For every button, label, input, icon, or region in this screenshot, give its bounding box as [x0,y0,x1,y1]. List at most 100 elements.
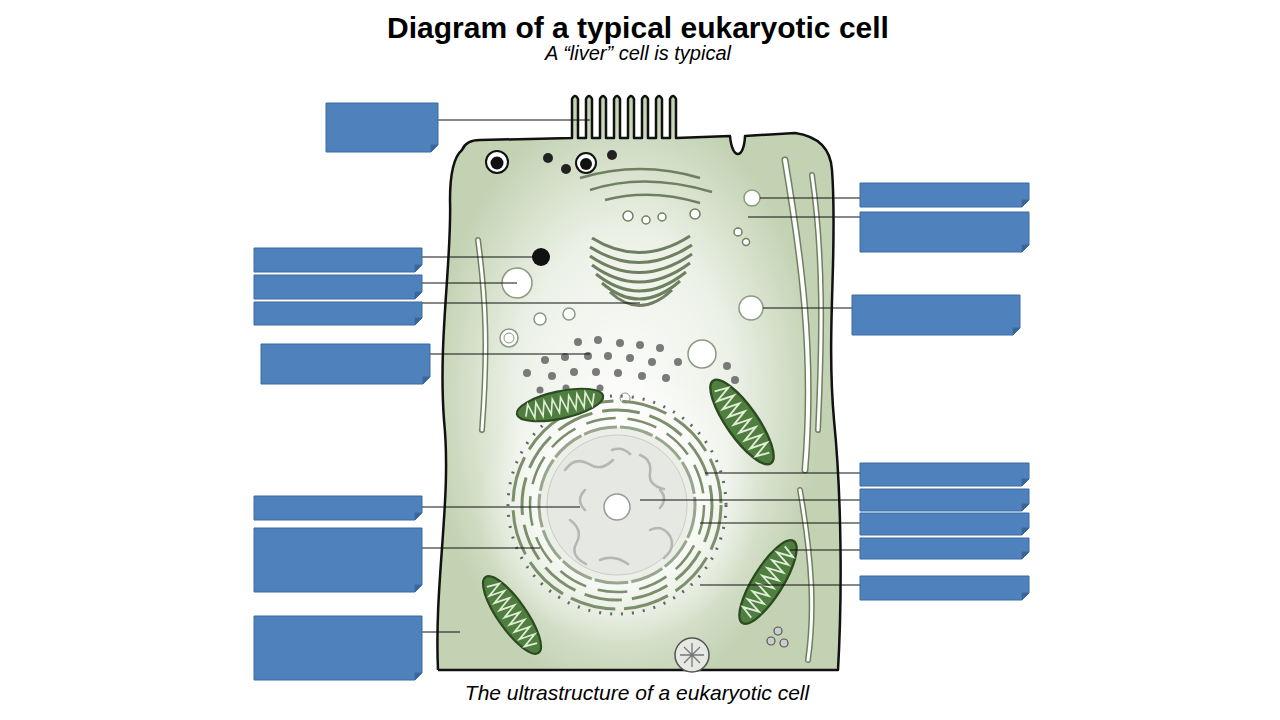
er-ribosomes [508,396,726,614]
blank-label-box [254,275,422,299]
secretory-granule [543,153,553,163]
box-fold [415,292,422,299]
leader-line [422,506,580,507]
caption: The ultrastructure of a eukaryotic cell [465,681,809,704]
leader-line [438,119,590,120]
smooth-er [800,490,812,660]
golgi-apparatus [590,245,692,263]
chromatin [565,449,672,564]
smooth-er [812,175,821,430]
blank-label-box [254,302,422,325]
ribosome [674,358,682,366]
blank-label-box [860,513,1029,535]
box-fold [1022,593,1029,600]
ribosome [638,372,646,380]
ribosome [541,356,549,364]
leader-line [422,256,541,257]
vesicle [767,637,775,645]
leader-line [700,584,860,585]
blank-label-box [326,103,438,152]
golgi-vesicle [623,211,633,221]
free-ribosomes [523,336,739,394]
vesicle [744,190,760,206]
box-fold [423,377,430,384]
leader-line [422,302,640,303]
mitochondrion [514,382,606,427]
leader-line [748,216,860,217]
caption-holder: The ultrastructure of a eukaryotic cell [0,681,1277,704]
smooth-er [785,160,808,470]
vesicle [504,333,514,343]
title: Diagram of a typical eukaryotic cell [387,11,889,44]
label-boxes [254,103,1029,680]
subtitle-holder: A “liver” cell is typical [0,42,1278,64]
blank-label-box [860,183,1029,207]
golgi-vesicle [690,209,700,219]
ribosome [731,376,739,384]
golgi-vesicle [642,216,650,224]
rough-er [580,169,700,178]
mitochondrion [474,569,550,661]
ribosome [570,368,578,376]
blank-label-box [254,496,422,520]
box-fold [415,673,422,680]
leader-line [760,197,860,198]
box-fold [1022,200,1029,207]
blank-label-box [852,295,1020,335]
nucleolus [604,494,630,520]
smooth-er [812,175,821,430]
ribosome [616,339,624,347]
ribosome [523,369,531,377]
leader-line [705,472,860,473]
blank-label-box [860,538,1029,559]
rough-er [513,401,721,609]
smooth-er [785,160,808,470]
leader-line [422,631,460,632]
golgi-apparatus [592,236,690,253]
ribosome [548,372,556,380]
cytoplasm-glow [430,100,820,700]
rough-er [530,418,704,592]
box-fold [415,585,422,592]
blank-label-box [254,528,422,592]
leader-line [430,353,590,354]
box-fold [431,145,438,152]
ribosome [648,358,656,366]
pinocytic-vesicle [576,153,596,173]
box-fold [415,513,422,520]
ribosome [723,362,731,370]
ribosome [604,352,612,360]
blank-label-box [860,489,1029,511]
ribosome [537,387,544,394]
golgi-apparatus [590,254,692,273]
vesicle [500,329,518,347]
ribosome [594,336,602,344]
title-holder: Diagram of a typical eukaryotic cell [0,11,1278,44]
vesicle [688,340,716,368]
box-fold [415,318,422,325]
blank-label-box [860,576,1029,600]
pinocytic-vesicle [486,151,508,173]
smooth-er [800,490,812,660]
smooth-er [478,240,485,430]
nucleoplasm [547,435,687,575]
subtitle: A “liver” cell is typical [545,42,731,64]
golgi-vesicle [658,213,666,221]
pinocytic-vesicle [580,158,592,170]
secretory-granule [561,164,571,174]
box-fold [1022,528,1029,535]
leader-line [422,547,540,548]
ribosome [656,344,664,352]
box-fold [1022,479,1029,486]
box-fold [1022,245,1029,252]
vesicle [780,639,788,647]
golgi-vesicle [734,228,742,236]
vesicle [739,296,763,320]
blank-label-box [860,463,1029,486]
box-fold [415,265,422,272]
mitochondrion [730,533,807,631]
secretory-granule [607,150,617,160]
vesicle [534,313,546,325]
